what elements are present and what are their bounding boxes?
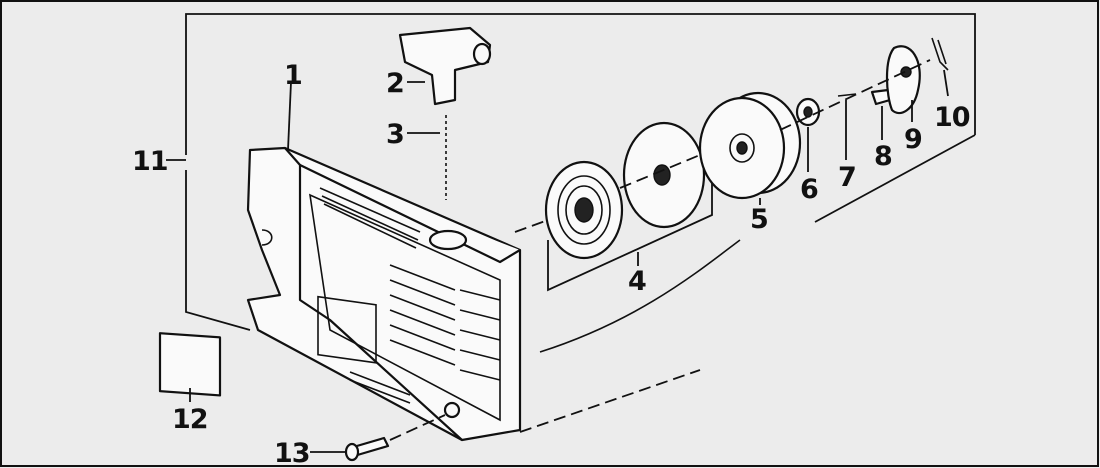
case-handle-boss bbox=[428, 229, 468, 251]
case-screw-hole bbox=[443, 401, 461, 419]
friction-spring bbox=[837, 93, 857, 97]
callout-4: 4 bbox=[628, 266, 646, 297]
leader-1 bbox=[287, 81, 292, 151]
spring-plate bbox=[622, 121, 706, 229]
leader-10 bbox=[943, 69, 949, 97]
assembly-axis bbox=[514, 59, 931, 233]
callout-1: 1 bbox=[284, 60, 302, 91]
starter-handle bbox=[398, 26, 492, 106]
callout-6: 6 bbox=[800, 174, 818, 205]
starter-case bbox=[246, 146, 522, 442]
callout-9: 9 bbox=[904, 124, 922, 155]
callout-8: 8 bbox=[874, 141, 892, 172]
friction-plate bbox=[885, 45, 921, 115]
bracket-4 bbox=[547, 180, 713, 292]
screw-axis bbox=[389, 414, 446, 441]
callout-10: 10 bbox=[934, 102, 970, 133]
callout-7: 7 bbox=[838, 162, 856, 193]
case-window bbox=[317, 295, 377, 364]
decal-plate bbox=[158, 332, 222, 397]
callout-13: 13 bbox=[274, 438, 310, 468]
recoil-spring bbox=[544, 160, 624, 260]
lower-assembly-dash bbox=[519, 369, 701, 433]
callout-12: 12 bbox=[172, 404, 208, 435]
rope-reel bbox=[698, 91, 802, 200]
callout-3: 3 bbox=[386, 119, 404, 150]
callout-11: 11 bbox=[132, 146, 168, 177]
starter-rope bbox=[539, 239, 741, 353]
case-screw bbox=[344, 436, 390, 462]
case-grille bbox=[349, 264, 501, 404]
callout-2: 2 bbox=[386, 68, 404, 99]
assembly-bracket-11 bbox=[185, 13, 976, 223]
case-top-vents bbox=[319, 187, 421, 249]
assembly-bracket-11-lower bbox=[185, 170, 251, 331]
retaining-clip bbox=[931, 37, 949, 71]
callout-5: 5 bbox=[750, 204, 768, 235]
